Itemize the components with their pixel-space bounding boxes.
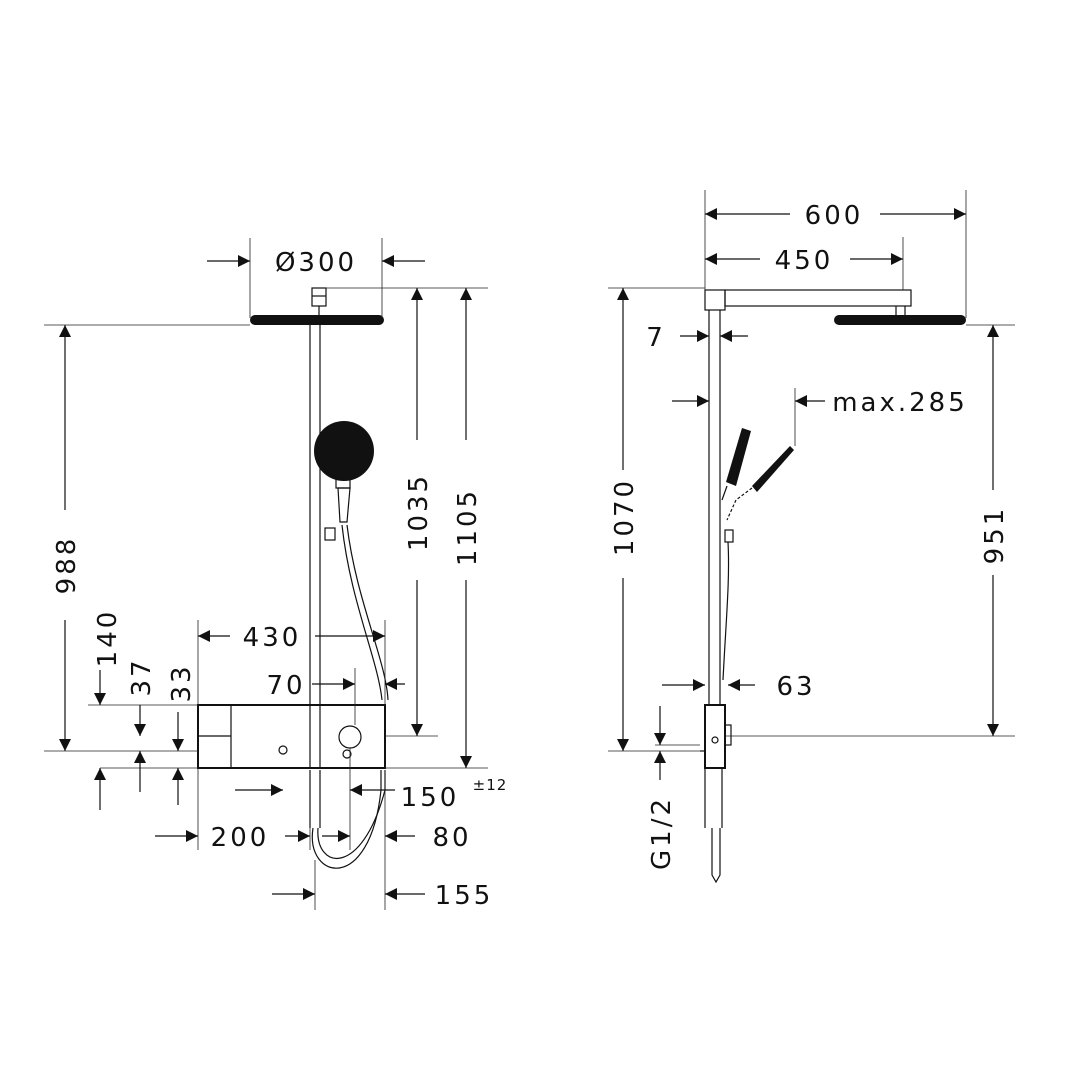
thermostat-unit (197, 704, 386, 769)
dim-155: 155 (272, 881, 494, 911)
dim-arm-600: 600 (705, 201, 966, 231)
dim-7: 7 (646, 323, 748, 353)
dim-label-63: 63 (776, 672, 815, 702)
thermostat-side (700, 704, 732, 769)
dim-label-140: 140 (93, 609, 123, 668)
thermostat-knob-icon (338, 725, 362, 749)
dim-70: 70 (266, 671, 405, 701)
dim-80: 80 (322, 823, 471, 853)
dim-label-1105: 1105 (453, 488, 483, 566)
overhead-shower (250, 287, 384, 325)
dim-label-200: 200 (211, 823, 270, 853)
dim-height-overhead: 988 (52, 325, 82, 751)
dim-label-70: 70 (266, 671, 305, 701)
shower-hose (311, 770, 386, 869)
hand-shower (314, 421, 389, 701)
dim-63: 63 (662, 672, 815, 702)
dim-offset-37: 37 (127, 657, 157, 792)
dim-150: 150 ±12 (235, 776, 508, 813)
dim-offset-33: 33 (167, 663, 197, 805)
dim-label-g12: G1/2 (647, 796, 677, 870)
dim-connection: G1/2 (647, 706, 677, 870)
hand-shower-side (721, 428, 794, 681)
riser-pipe (309, 325, 321, 828)
dim-label-37: 37 (127, 657, 157, 696)
dim-label-988: 988 (52, 536, 82, 595)
overhead-arm (704, 289, 966, 325)
dim-handshower-max: max.285 (672, 388, 968, 418)
dim-height-total: 1105 (453, 288, 483, 768)
dim-tolerance-150: ±12 (473, 776, 508, 794)
dim-200: 200 (155, 823, 310, 853)
dim-label-150: 150 (401, 783, 460, 813)
dim-arm-450: 450 (705, 246, 903, 276)
dim-label-951: 951 (980, 506, 1010, 565)
dim-label-430: 430 (243, 623, 302, 653)
dim-height-1070: 1070 (610, 288, 640, 751)
dim-label-1070: 1070 (610, 478, 640, 556)
flow-knob-icon (278, 745, 288, 755)
dim-label-155: 155 (435, 881, 494, 911)
riser-side (704, 310, 723, 884)
dim-label-7: 7 (646, 323, 666, 353)
dim-label-max285: max.285 (832, 388, 968, 418)
dim-overhead-diameter: Ø300 (207, 248, 425, 278)
dim-height-951: 951 (980, 325, 1010, 736)
dim-height-1035: 1035 (404, 288, 434, 736)
front-view: Ø300 988 1035 1105 140 37 (44, 238, 508, 911)
dim-label-600: 600 (805, 201, 864, 231)
dim-label-overhead-diameter: Ø300 (275, 248, 357, 278)
dim-label-450: 450 (775, 246, 834, 276)
dim-label-1035: 1035 (404, 473, 434, 551)
dim-thermostat-width: 430 (198, 623, 385, 653)
side-view: 600 450 7 max.285 1070 (608, 190, 1015, 884)
dim-label-80: 80 (432, 823, 471, 853)
dim-offset-140: 140 (93, 609, 123, 810)
dim-label-33: 33 (167, 663, 197, 702)
